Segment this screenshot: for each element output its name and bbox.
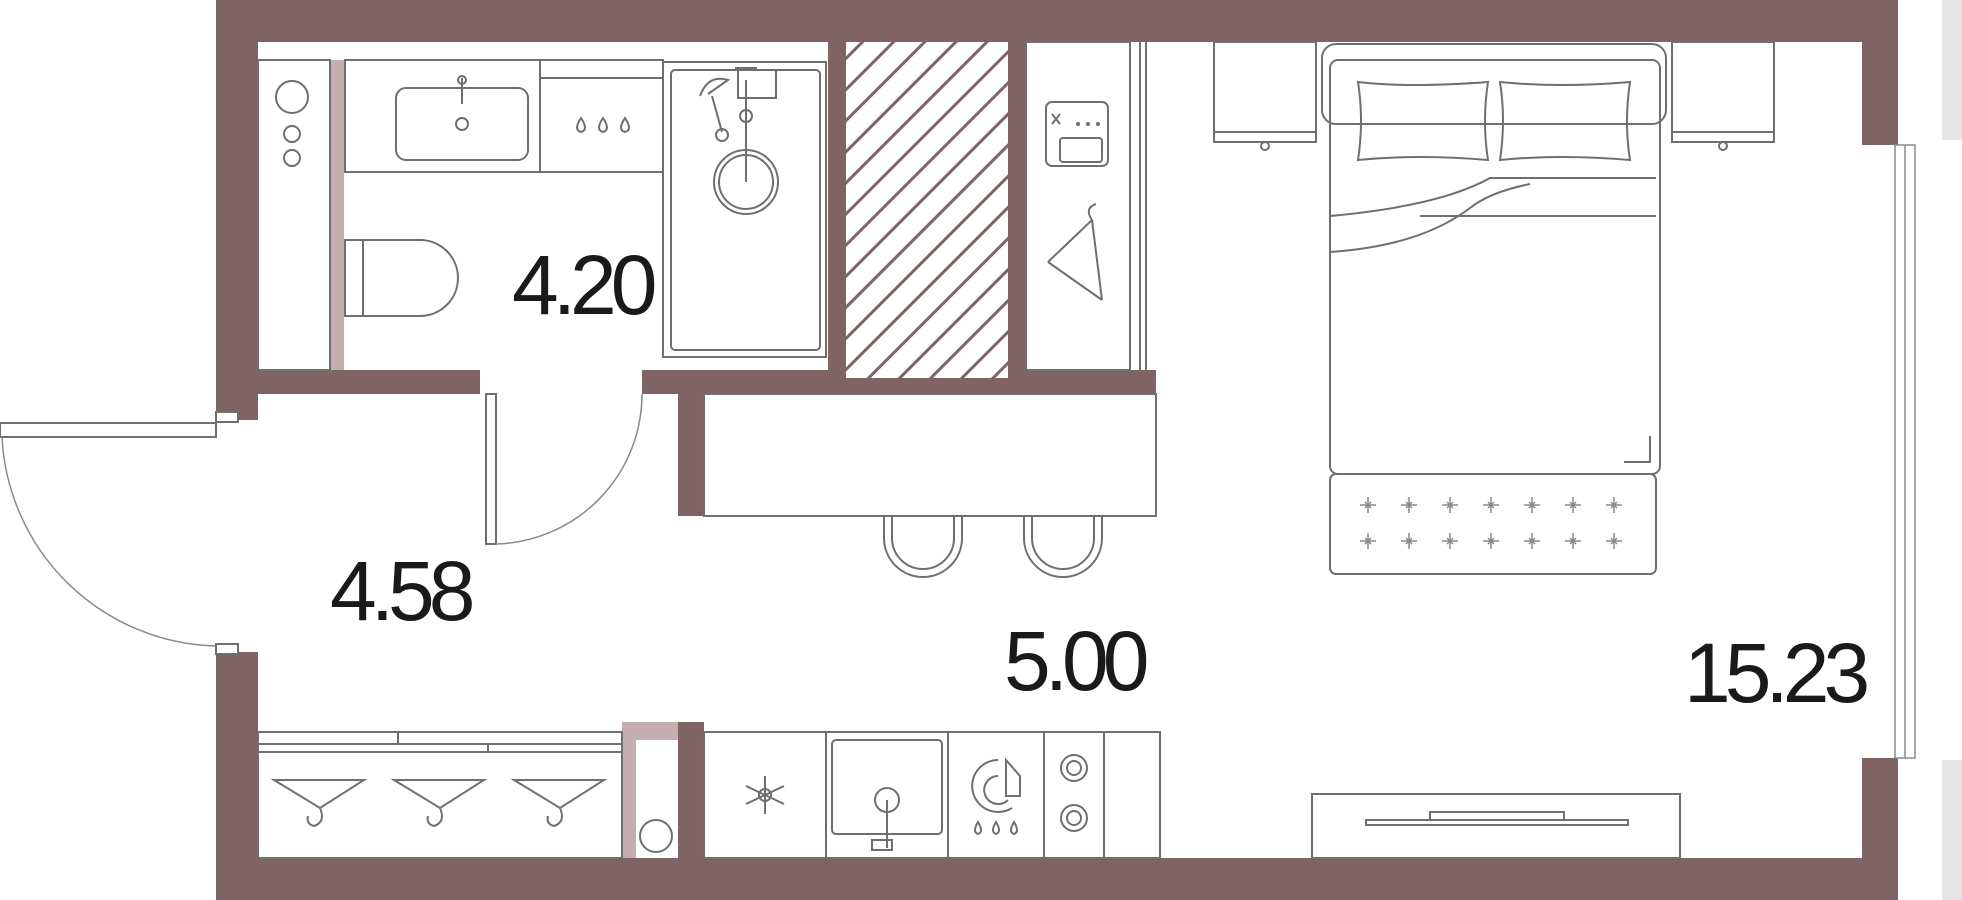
wardrobe-upper: [1025, 41, 1147, 371]
laundry-icon: [1045, 101, 1109, 167]
sink-icon: [395, 75, 529, 161]
bar-counter: [703, 393, 1157, 578]
wall-kitchen-stub: [678, 394, 704, 516]
bench-stud: [1483, 497, 1499, 513]
wall-closet-divider: [678, 722, 704, 858]
partition-bath: [330, 60, 344, 370]
bench-studs: [1360, 497, 1622, 549]
bench-stud: [1524, 533, 1540, 549]
entrance-door: [0, 411, 239, 655]
bedroom: [1213, 41, 1775, 859]
wall-right-lower: [1862, 758, 1898, 900]
partition-closet-side: [622, 722, 636, 858]
wall-top: [216, 0, 1898, 42]
bench-stud: [1606, 497, 1622, 513]
bathroom: [257, 59, 827, 545]
window-right: [1894, 0, 1962, 900]
wall-left-upper: [216, 0, 258, 420]
outer-walls: [216, 0, 1898, 900]
bench-stud: [1401, 533, 1417, 549]
kitchen-row: [703, 731, 1161, 859]
kitchen-sink-icon: [831, 739, 943, 851]
bench-stud: [1401, 497, 1417, 513]
hanger-icon: [510, 779, 608, 828]
wall-bath-bottom-left: [258, 370, 480, 394]
bench-stud: [1524, 497, 1540, 513]
hanger-icon: [1047, 203, 1103, 301]
hanger-icon: [390, 779, 488, 828]
bathroom-door: [485, 393, 643, 545]
area-label-bathroom: 4.20: [512, 238, 655, 332]
fridge-icon: [745, 776, 785, 814]
stove-icon: [1060, 754, 1088, 832]
bed-icon: [1321, 43, 1667, 575]
wall-bath-right: [828, 42, 846, 382]
nightstand-left: [1213, 41, 1317, 143]
hallway-wardrobe: [257, 731, 673, 859]
bench-stud: [1606, 533, 1622, 549]
area-label-hallway: 4.58: [330, 544, 473, 638]
bench-stud: [1360, 533, 1376, 549]
washing-machine-icon: [275, 80, 309, 167]
bench-stud: [1565, 533, 1581, 549]
wall-shaft-right: [1008, 42, 1026, 382]
area-label-living: 15.23: [1684, 626, 1867, 720]
bench-stud: [1360, 497, 1376, 513]
ventilation-shaft: [846, 42, 1008, 378]
tv-icon: [1311, 793, 1681, 859]
bench-stud: [1442, 533, 1458, 549]
wall-bottom: [216, 858, 1898, 900]
nightstand-right: [1671, 41, 1775, 143]
boiler-icon: [639, 819, 673, 853]
shower-icon: [662, 61, 827, 358]
area-label-kitchen: 5.00: [1004, 614, 1147, 708]
bench-stud: [1483, 533, 1499, 549]
bench-stud: [1565, 497, 1581, 513]
interior-walls: [258, 42, 1156, 858]
hanger-icon: [270, 779, 368, 828]
bench-stud: [1442, 497, 1458, 513]
toilet-icon: [344, 239, 459, 317]
chair-icon: [883, 516, 963, 578]
wall-right-upper: [1862, 0, 1898, 145]
drops-icon: [576, 116, 630, 134]
chair-icon: [1023, 516, 1103, 578]
oven-icon: [971, 757, 1021, 836]
